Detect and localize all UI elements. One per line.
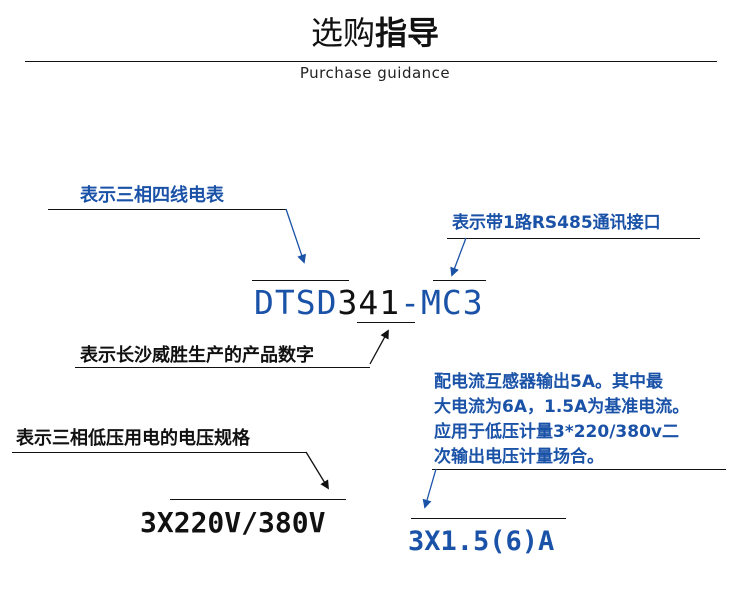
overline-dtsd (252, 280, 349, 281)
model-code: DTSD341-MC3 (254, 283, 484, 322)
underline-rs485 (447, 238, 700, 239)
overline-voltage (170, 499, 346, 500)
arrow-rs485 (450, 237, 467, 277)
page-title: 选购指导 (0, 8, 750, 54)
label-rs485: 表示带1路RS485通讯接口 (452, 213, 661, 233)
page-subtitle: Purchase guidance (299, 64, 451, 82)
underline-three-phase-four-wire (48, 209, 286, 210)
underline-product-number (75, 367, 370, 368)
current-note-line-3: 应用于低压计量3*220/380v二 (434, 422, 679, 442)
model-prefix: DTSD (254, 283, 338, 322)
current-note-line-1: 配电流互感器输出5A。其中最 (434, 372, 663, 392)
current-note-line-2: 大电流为6A，1.5A为基准电流。 (434, 397, 690, 417)
label-voltage-spec: 表示三相低压用电的电压规格 (16, 428, 250, 449)
underline-voltage-spec (12, 452, 307, 453)
arrow-voltage (305, 451, 329, 490)
header-divider (25, 61, 717, 62)
current-note-line-4: 次输出电压计量场合。 (434, 447, 604, 467)
current-note: 配电流互感器输出5A。其中最 大电流为6A，1.5A为基准电流。 应用于低压计量… (434, 370, 689, 470)
current-spec: 3X1.5(6)A (408, 526, 555, 557)
title-bold: 指导 (375, 14, 440, 52)
arrow-current (422, 468, 437, 509)
title-light: 选购 (310, 14, 375, 52)
underline-current-note (432, 469, 726, 470)
arrow-three-phase (285, 208, 306, 264)
underline-341 (357, 322, 415, 323)
overline-mc3 (433, 280, 486, 281)
model-suffix: -MC3 (400, 283, 484, 322)
label-product-number: 表示长沙威胜生产的产品数字 (80, 345, 314, 366)
voltage-spec: 3X220V/380V (140, 506, 326, 539)
overline-current (411, 518, 566, 519)
label-three-phase-four-wire: 表示三相四线电表 (80, 185, 224, 206)
model-number: 341 (337, 283, 401, 322)
arrow-product-number (369, 329, 389, 365)
